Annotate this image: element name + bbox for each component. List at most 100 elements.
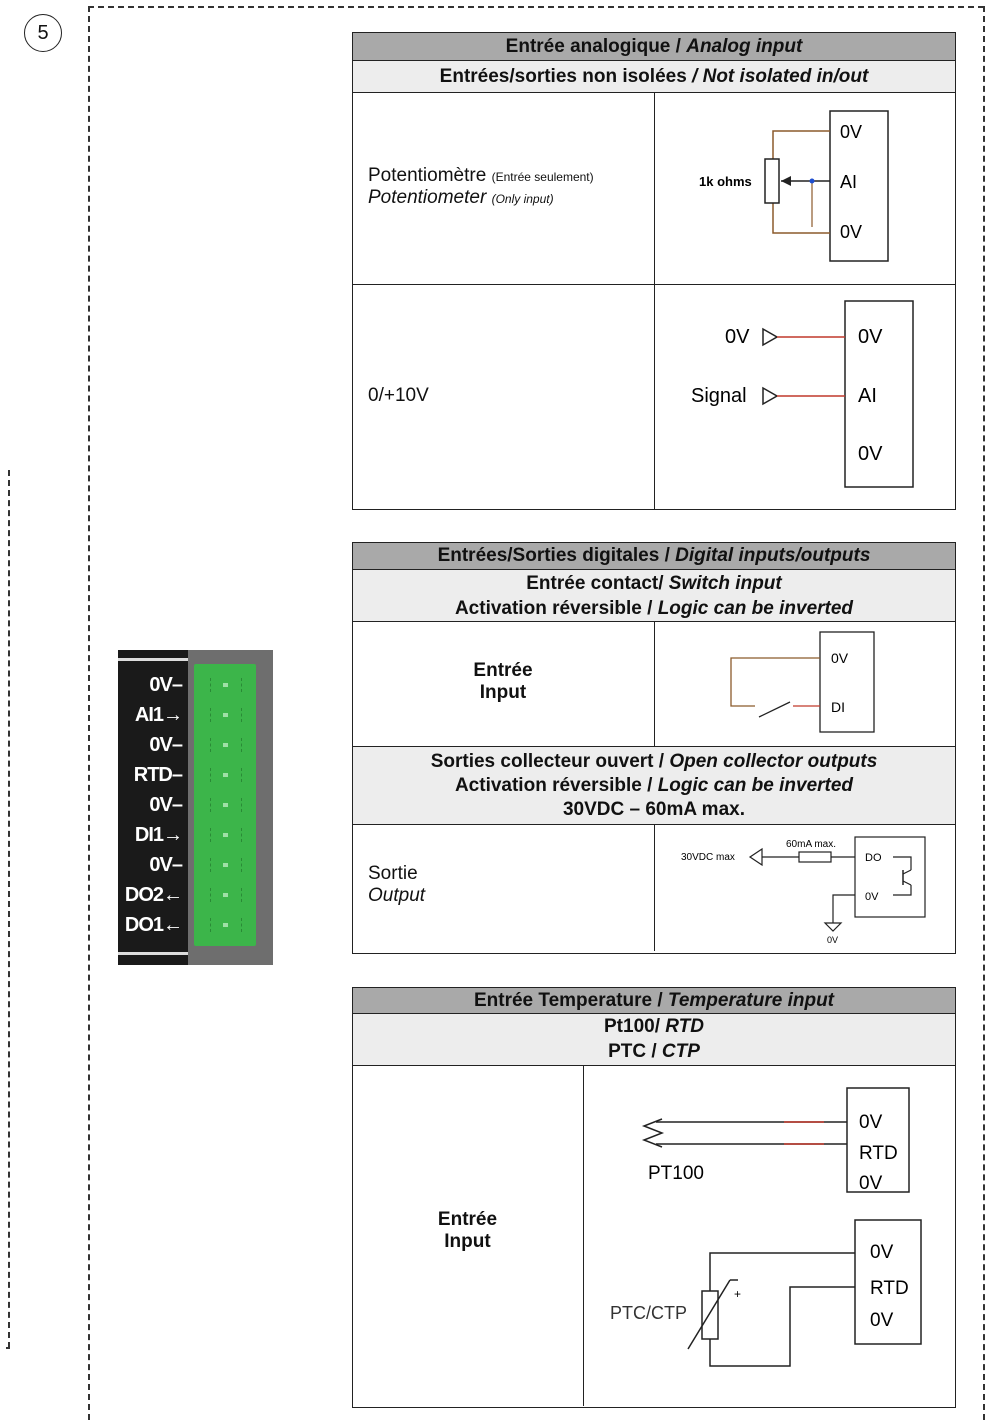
- temp-header-en: Temperature input: [667, 990, 835, 1011]
- pot-terminal-box: [829, 110, 889, 262]
- analog-header-en: Analog input: [686, 36, 803, 57]
- terminal-label: AI1→: [134, 704, 183, 726]
- ptc-wire-bottom: [709, 1286, 855, 1367]
- voltage-input-0v: 0V: [725, 326, 750, 348]
- terminal-screw-dot: [223, 833, 228, 837]
- ptc-thermistor-slash: [687, 1279, 731, 1350]
- terminal-strip-line-bottom: [118, 952, 188, 955]
- terminal-label: RTD–: [133, 764, 183, 786]
- oc-inv-fr: Activation réversible /: [454, 775, 658, 796]
- temperature-input-table: Entrée Temperature / Temperature input P…: [352, 987, 956, 1408]
- pot-wire-top: [772, 130, 830, 161]
- voltage-label: 0/+10V: [368, 385, 429, 406]
- pt100-pin-0v-bottom: 0V: [859, 1173, 883, 1194]
- terminal-screw: [210, 798, 242, 812]
- terminal-screw-dot: [223, 713, 228, 717]
- potentiometer-label-cell: Potentiomètre (Entrée seulement) Potenti…: [353, 93, 655, 284]
- terminal-screw-dot: [223, 683, 228, 687]
- voltage-input-signal: Signal: [691, 385, 747, 407]
- terminal-screw: [210, 738, 242, 752]
- pot-label-fr: Potentiomètre: [368, 165, 492, 186]
- analog-header: Entrée analogique / Analog input: [353, 33, 955, 61]
- temp-header: Entrée Temperature / Temperature input: [353, 988, 955, 1014]
- pot-note-fr: (Entrée seulement): [491, 170, 594, 184]
- oc-sub-en: Open collector outputs: [669, 751, 878, 772]
- terminal-screw: [210, 888, 242, 902]
- switch-sub-fr: Entrée contact/: [526, 573, 669, 594]
- junction-dot: [809, 178, 815, 184]
- supply-label: 30VDC max: [681, 852, 735, 863]
- voltage-pin-0v-bottom: 0V: [858, 443, 883, 465]
- analog-subheader: Entrées/sorties non isolées / Not isolat…: [353, 61, 955, 93]
- resistor-label: 1k ohms: [699, 174, 752, 189]
- di-wire-loop: [730, 657, 820, 707]
- current-limit-resistor-icon: [798, 851, 832, 863]
- switch-input-label-fr: Entrée: [473, 660, 533, 681]
- terminal-screw: [210, 828, 242, 842]
- output-row: Sortie Output 30VDC max 60mA max. DO 0V: [353, 825, 955, 951]
- voltage-diagram: 0V Signal 0V AI 0V: [691, 300, 914, 488]
- analog-input-table: Entrée analogique / Analog input Entrées…: [352, 32, 956, 510]
- digital-io-table: Entrées/Sorties digitales / Digital inpu…: [352, 542, 956, 954]
- di-terminal-box: [819, 631, 875, 733]
- output-label-cell: Sortie Output: [353, 825, 655, 951]
- temp-header-fr: Entrée Temperature /: [473, 990, 668, 1011]
- switch-inv-en: Logic can be inverted: [657, 598, 854, 619]
- ptc-wire-top: [709, 1252, 855, 1291]
- step-number: 5: [37, 21, 49, 44]
- wiper-arrow-icon: [781, 176, 791, 186]
- voltage-label-cell: 0/+10V: [353, 285, 655, 509]
- temp-input-label-en: Input: [444, 1231, 491, 1252]
- potentiometer-diagram-cell: 1k ohms 0V AI 0V: [655, 93, 955, 284]
- terminal-screw-dot: [223, 773, 228, 777]
- current-label: 60mA max.: [786, 839, 836, 850]
- frame-right-border: [983, 6, 985, 1420]
- do-terminal-box: [854, 836, 926, 918]
- terminal-label: DI1→: [134, 824, 183, 846]
- potentiometer-row: Potentiomètre (Entrée seulement) Potenti…: [353, 93, 955, 285]
- temp-input-row: Entrée Input PT100 0V RTD 0V: [353, 1066, 955, 1406]
- output-label-fr: Sortie: [368, 863, 418, 884]
- analog-header-fr: Entrée analogique /: [505, 36, 687, 57]
- switch-inv-fr: Activation réversible /: [454, 598, 658, 619]
- resistor-icon: [764, 158, 780, 204]
- step-number-badge: 5: [24, 14, 62, 52]
- ground-icon: [823, 922, 843, 932]
- transistor-emitter: [893, 885, 912, 896]
- pt100-probe-icon: [641, 1118, 665, 1148]
- analog-sub-en: / Not isolated in/out: [692, 66, 869, 87]
- switch-input-diagram: 0V DI: [730, 631, 875, 733]
- temp-input-label-cell: Entrée Input: [353, 1066, 584, 1406]
- switch-sub-en: Switch input: [668, 573, 782, 594]
- switch-input-diagram-cell: 0V DI: [655, 622, 955, 746]
- voltage-row: 0/+10V 0V Signal 0V AI 0V: [353, 285, 955, 509]
- ptc-sub-en: CTP: [661, 1041, 700, 1062]
- open-collector-subheader: Sorties collecteur ouvert / Open collect…: [353, 747, 955, 825]
- voltage-diagram-cell: 0V Signal 0V AI 0V: [655, 285, 955, 509]
- transistor-base-link: [902, 869, 912, 875]
- frame-left-border: [88, 6, 90, 1420]
- voltage-pin-ai: AI: [858, 385, 877, 407]
- transistor-collector: [893, 856, 912, 870]
- ground-wire: [832, 894, 855, 923]
- terminal-strip-line-top: [118, 658, 188, 661]
- digital-header-fr: Entrées/Sorties digitales /: [437, 545, 676, 566]
- digital-header-en: Digital inputs/outputs: [675, 545, 871, 566]
- switch-contact-icon: [758, 701, 791, 718]
- oc-rating: 30VDC – 60mA max.: [562, 799, 745, 820]
- ground-label: 0V: [827, 935, 838, 945]
- oc-inv-en: Logic can be inverted: [657, 775, 854, 796]
- digital-header: Entrées/Sorties digitales / Digital inpu…: [353, 543, 955, 570]
- pt100-pin-0v-top: 0V: [859, 1112, 883, 1133]
- pot-pin-ai: AI: [840, 172, 857, 192]
- transistor-emitter-link: [902, 880, 912, 886]
- potentiometer-diagram: 1k ohms 0V AI 0V: [699, 110, 889, 262]
- voltage-terminal-box: [844, 300, 914, 488]
- terminal-block: 0V–AI1→0V–RTD–0V–DI1→0V–DO2←DO1←: [118, 650, 273, 965]
- pt100-label: PT100: [648, 1163, 704, 1184]
- ptc-terminal-box: [854, 1219, 922, 1345]
- pt100-pin-rtd: RTD: [859, 1143, 898, 1164]
- frame-top-border: [88, 6, 984, 8]
- terminal-label: 0V–: [149, 734, 183, 756]
- terminal-label: 0V–: [149, 674, 183, 696]
